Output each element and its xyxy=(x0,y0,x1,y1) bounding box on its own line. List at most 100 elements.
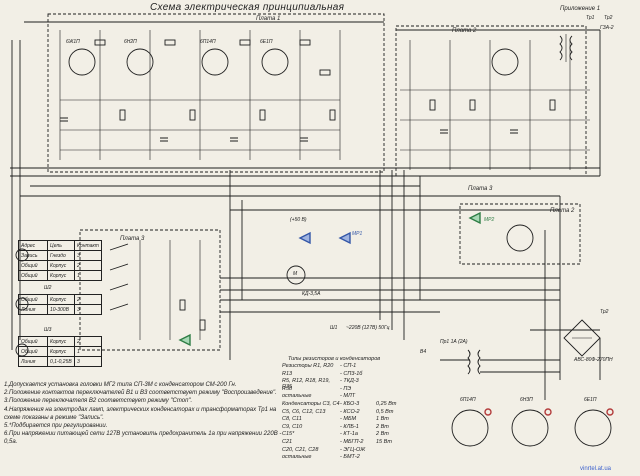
socket-l1 xyxy=(451,409,489,447)
bridge-label: АВС-80Ф-270ПН xyxy=(574,357,613,363)
board2b-label: Плата 2 xyxy=(550,208,575,214)
shunt-label: Ш1 xyxy=(330,325,338,331)
tube-l2 xyxy=(126,48,154,76)
legend-cell xyxy=(376,393,410,401)
legend-cell xyxy=(376,363,410,371)
table-cell: Корпус xyxy=(47,337,74,346)
head-label: ГЗА-2 xyxy=(600,25,614,31)
table-cell: Корпус xyxy=(47,271,74,280)
note-item: 1.Допускается установка головки МГ2 типа… xyxy=(4,382,237,388)
legend-cell: С15* xyxy=(282,431,295,438)
legend-cell: остальные xyxy=(282,393,312,400)
table-cell: Цепь xyxy=(47,241,74,250)
legend-cell: - КТ-1а xyxy=(340,431,358,438)
connector-table-sh2: Общий Корпус 2 Линия 10-300В 3 xyxy=(18,294,102,315)
table-cell: Корпус xyxy=(47,347,74,356)
table-cell: 3 xyxy=(74,305,101,314)
table-row: Линия 10-300В 3 xyxy=(19,304,101,314)
power-wiring xyxy=(440,359,560,373)
resistor xyxy=(429,99,436,111)
tr1-label: Тр1 xyxy=(586,15,595,21)
transformer-tr2 xyxy=(467,349,481,375)
input-voltage-label: (+50 В) xyxy=(290,217,307,223)
tube4-type: 6Е1П xyxy=(260,39,273,45)
notes-block: 1.Допускается установка головки МГ2 типа… xyxy=(4,381,284,447)
legend-row: С20, С21, С28- ЭГЦ-ОЖ xyxy=(282,447,440,455)
resistor xyxy=(259,109,266,121)
mp1-label: МР1 xyxy=(352,231,363,237)
motor-symbol xyxy=(286,265,306,285)
note-item: 2.Положение контактов переключателей В1 … xyxy=(4,390,277,397)
resistor xyxy=(189,109,196,121)
table-header-row: Адрес Цепь Контакт xyxy=(19,241,101,250)
table-cell: 1 xyxy=(74,347,101,356)
board2-wiring xyxy=(409,40,571,170)
table-cell: 3 xyxy=(74,357,101,366)
rectifier-bridge xyxy=(563,319,601,357)
legend-cell: R5, R12, R18, R19, R35 xyxy=(282,378,330,391)
table-cell: 10-300В xyxy=(47,305,74,314)
legend-heading: Типы резисторов и конденсаторов xyxy=(288,356,381,362)
appendix-label: Приложение 1 xyxy=(560,6,601,12)
legend-cell xyxy=(410,371,440,379)
legend-row: R58- ПЭ xyxy=(282,386,440,394)
legend-row: R13- СП3-1б xyxy=(282,371,440,379)
legend-cell xyxy=(410,393,440,401)
legend-cell: 15 Вт xyxy=(376,438,392,445)
site-watermark: vinrtel.at.ua xyxy=(580,466,612,472)
legend-row: R5, R12, R18, R19, R35- ТКД-3 xyxy=(282,378,440,391)
board1-outline xyxy=(47,13,385,173)
table-cell: Линия xyxy=(21,358,36,365)
table-row: Общий Корпус 2 xyxy=(19,260,101,270)
legend-cell xyxy=(376,378,410,386)
table-cell: Общий xyxy=(21,262,38,269)
resistor xyxy=(329,109,336,121)
note-item: 6.При напряжении питающей сети 127В уста… xyxy=(4,431,282,446)
legend-cell xyxy=(410,363,440,371)
table-row: Запись Гнездо 3 xyxy=(19,250,101,260)
legend-cell: 1 Вт xyxy=(376,416,389,423)
capacitor xyxy=(300,137,308,142)
tr2-power-label: Тр2 xyxy=(600,309,609,315)
connector-table-sh1: Адрес Цепь Контакт Запись Гнездо 3 Общий… xyxy=(18,240,102,281)
legend-cell: - МЛТ xyxy=(340,393,356,400)
legend-cell: 2 Вт xyxy=(376,423,389,430)
legend-cell xyxy=(410,431,440,439)
legend-cell xyxy=(410,454,440,462)
connector-table-sh3: Общий Корпус 2 Общий Корпус 1 Линия 0,1-… xyxy=(18,336,102,367)
board2-outline xyxy=(395,25,587,177)
capacitor xyxy=(510,129,518,134)
tube-l5 xyxy=(491,48,519,76)
note-item: 4.Напряжения на электродах ламп, электри… xyxy=(4,406,277,421)
socket-pin-mark xyxy=(606,408,614,416)
legend-cell: - КСО-2 xyxy=(340,408,360,415)
legend-cell xyxy=(410,439,440,447)
tr2-label: Тр2 xyxy=(604,15,613,21)
legend-cell: 0,5 Вт xyxy=(376,408,394,415)
table-cell: Общий xyxy=(21,338,38,345)
legend-cell xyxy=(410,386,440,394)
component-types-legend: Типы резисторов и конденсаторов Резистор… xyxy=(282,356,440,462)
indicator-arrow xyxy=(298,231,311,245)
legend-cell xyxy=(410,424,440,432)
table-cell: Адрес xyxy=(21,242,36,249)
motor-letter: М xyxy=(293,271,298,277)
capacitor xyxy=(160,137,168,142)
resistor xyxy=(164,39,176,46)
legend-cell xyxy=(376,447,410,455)
note-item: 3.Положение переключателя В2 соответству… xyxy=(4,398,193,405)
table-cell: Общий xyxy=(21,348,38,355)
tube3-type: 6П14П xyxy=(200,39,216,45)
socket-l3 xyxy=(574,409,612,447)
legend-cell: - КБО-3 xyxy=(340,400,360,407)
indicator-arrow xyxy=(338,231,351,245)
jack-sh1 xyxy=(15,248,29,262)
power-wiring xyxy=(530,329,601,380)
capacitor xyxy=(60,117,68,122)
legend-cell: остальные xyxy=(282,454,312,461)
